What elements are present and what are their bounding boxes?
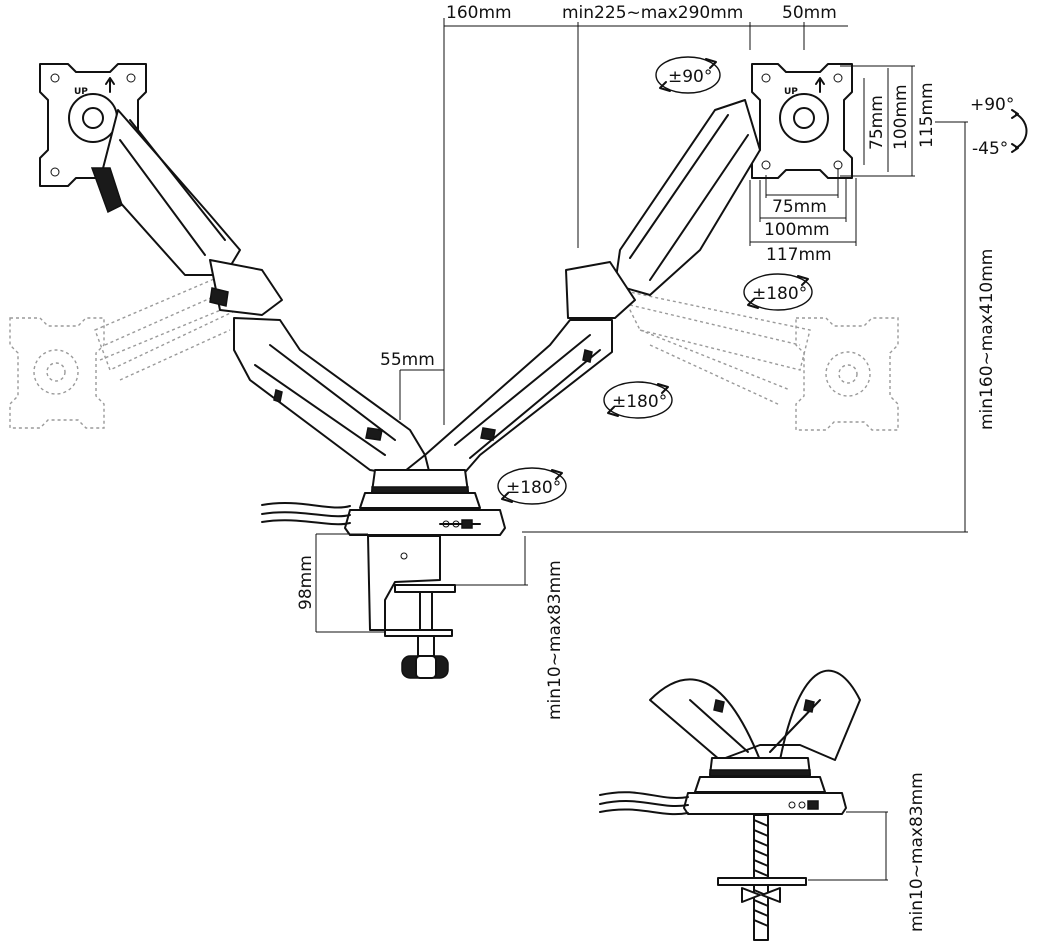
dim-clamp-height: 98mm (296, 555, 316, 610)
dim-vesa-75-h: 75mm (772, 197, 827, 217)
rotation-plate: ±90° (655, 56, 721, 94)
grommet-inset (599, 669, 861, 941)
dim-height-range: min160~max410mm (977, 249, 997, 430)
dim-grommet-range: min10~max83mm (907, 772, 927, 932)
ghost-left-plate (9, 317, 105, 429)
dim-plate-width: 117mm (766, 245, 832, 265)
central-column (359, 469, 481, 509)
ghost-left-arm (94, 269, 260, 381)
left-plate-up-label: UP (74, 87, 88, 97)
rotation-tilt: +90° -45° (970, 95, 1028, 159)
rot-head-label: ±180° (752, 284, 807, 304)
dim-clamp-range: min10~max83mm (545, 560, 565, 720)
dimension-lines (315, 18, 968, 881)
desk-base (344, 509, 506, 536)
rotation-head: ±180° (743, 273, 813, 311)
dim-column-gap: 55mm (380, 350, 435, 370)
cables-left (261, 501, 351, 526)
dim-vesa-75-v: 75mm (867, 95, 887, 150)
right-plate-up-label: UP (784, 87, 798, 97)
dim-vesa-100-v: 100mm (891, 84, 911, 150)
dim-arm-length: min225~max290mm (562, 3, 743, 23)
dim-top-offset: 160mm (446, 3, 512, 23)
rot-elbow-label: ±180° (612, 392, 667, 412)
rot-tilt-down-label: -45° (972, 139, 1008, 159)
rot-base-label: ±180° (506, 478, 561, 498)
dimension-labels: 160mm min225~max290mm 50mm 75mm 100mm 11… (296, 3, 997, 932)
right-vesa-plate: UP (751, 63, 853, 179)
desk-clamp (367, 535, 456, 679)
ghost-right-arm (618, 289, 811, 406)
rot-tilt-up-label: +90° (970, 95, 1014, 115)
left-arm (90, 109, 426, 476)
rot-plate-label: ±90° (668, 67, 712, 87)
ghost-right-plate (795, 317, 899, 431)
rotation-base: ±180° (497, 467, 567, 505)
dim-vesa-offset: 50mm (782, 3, 837, 23)
rotation-elbow: ±180° (603, 381, 673, 419)
dim-plate-height: 115mm (917, 82, 937, 148)
dim-vesa-100-h: 100mm (764, 220, 830, 240)
right-arm (424, 99, 761, 479)
